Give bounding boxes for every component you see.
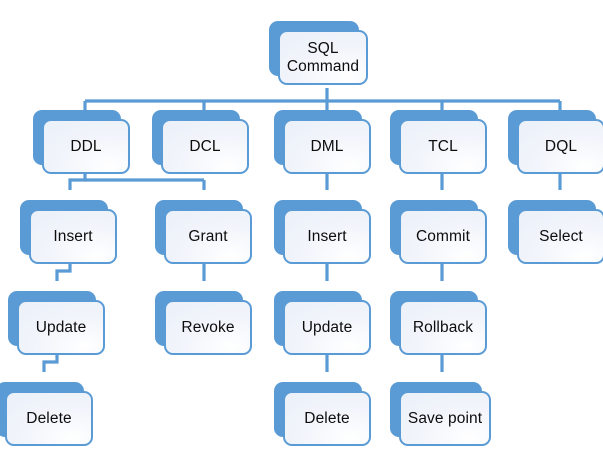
edge-ddl-insert [68, 171, 87, 190]
node-dcl-revoke[interactable]: Revoke [155, 291, 252, 355]
node-label: Rollback [399, 300, 487, 355]
node-ddl-delete[interactable]: Delete [0, 382, 93, 446]
node-ddl-insert[interactable]: Insert [20, 200, 117, 264]
node-ddl-update[interactable]: Update [8, 291, 105, 355]
node-label: Update [17, 300, 105, 355]
node-label: Save point [399, 391, 491, 446]
node-ddl[interactable]: DDL [33, 110, 130, 174]
node-dql-select[interactable]: Select [508, 200, 603, 264]
node-tcl-save-point[interactable]: Save point [390, 382, 491, 446]
edge-update-delete [42, 353, 59, 372]
node-label: Delete [5, 391, 93, 446]
node-label: DML [283, 119, 371, 174]
node-dml-delete[interactable]: Delete [274, 382, 371, 446]
node-dql[interactable]: DQL [508, 110, 603, 174]
node-label: DDL [42, 119, 130, 174]
node-label: DCL [161, 119, 249, 174]
node-label: SQL Command [278, 30, 368, 85]
node-label: Grant [164, 209, 252, 264]
node-label: Revoke [164, 300, 252, 355]
node-tcl[interactable]: TCL [390, 110, 487, 174]
node-label: Commit [399, 209, 487, 264]
node-label: Select [517, 209, 603, 264]
node-dcl-grant[interactable]: Grant [155, 200, 252, 264]
node-label: Update [283, 300, 371, 355]
node-sql-command[interactable]: SQL Command [269, 21, 368, 85]
node-dml-insert[interactable]: Insert [274, 200, 371, 264]
node-dml-update[interactable]: Update [274, 291, 371, 355]
node-tcl-commit[interactable]: Commit [390, 200, 487, 264]
node-tcl-rollback[interactable]: Rollback [390, 291, 487, 355]
node-label: TCL [399, 119, 487, 174]
node-dcl[interactable]: DCL [152, 110, 249, 174]
node-dml[interactable]: DML [274, 110, 371, 174]
node-label: Insert [283, 209, 371, 264]
edge-insert-update [55, 262, 72, 281]
node-label: Insert [29, 209, 117, 264]
node-label: DQL [517, 119, 603, 174]
node-label: Delete [283, 391, 371, 446]
